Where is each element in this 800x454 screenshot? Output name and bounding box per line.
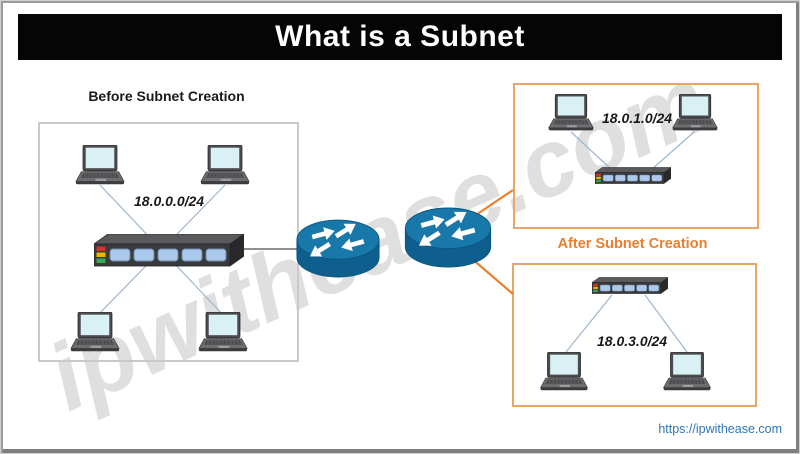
lan-line <box>644 294 688 353</box>
subnet-18-0-1-0-box <box>513 83 759 229</box>
laptop-icon <box>661 352 713 392</box>
switch-icon <box>592 277 668 295</box>
laptop-icon <box>68 312 122 353</box>
laptop-icon <box>670 94 720 132</box>
laptop-icon <box>196 312 250 353</box>
page-title: What is a Subnet <box>275 20 525 53</box>
laptop-icon <box>546 94 596 132</box>
after-section-label: After Subnet Creation <box>557 236 708 252</box>
subnet-label-top: 18.0.1.0/24 <box>602 110 673 126</box>
lan-line <box>565 294 613 353</box>
lan-line <box>570 131 613 171</box>
router-icon <box>404 207 492 269</box>
laptop-icon <box>538 352 590 392</box>
lan-line <box>650 131 695 171</box>
router-subnet-line <box>470 257 514 295</box>
switch-icon <box>94 234 244 268</box>
subnet-label-bottom: 18.0.3.0/24 <box>597 333 668 349</box>
switch-icon <box>595 167 671 185</box>
subnet-18-0-3-0-box <box>512 263 757 407</box>
before-section-label: Before Subnet Creation <box>88 88 245 104</box>
footer-url-link[interactable]: https://ipwithease.com <box>658 422 782 436</box>
title-bar: What is a Subnet <box>18 14 782 60</box>
laptop-icon <box>198 145 252 186</box>
laptop-icon <box>73 145 127 186</box>
router-icon <box>296 219 380 279</box>
subnet-label-before: 18.0.0.0/24 <box>134 193 205 209</box>
